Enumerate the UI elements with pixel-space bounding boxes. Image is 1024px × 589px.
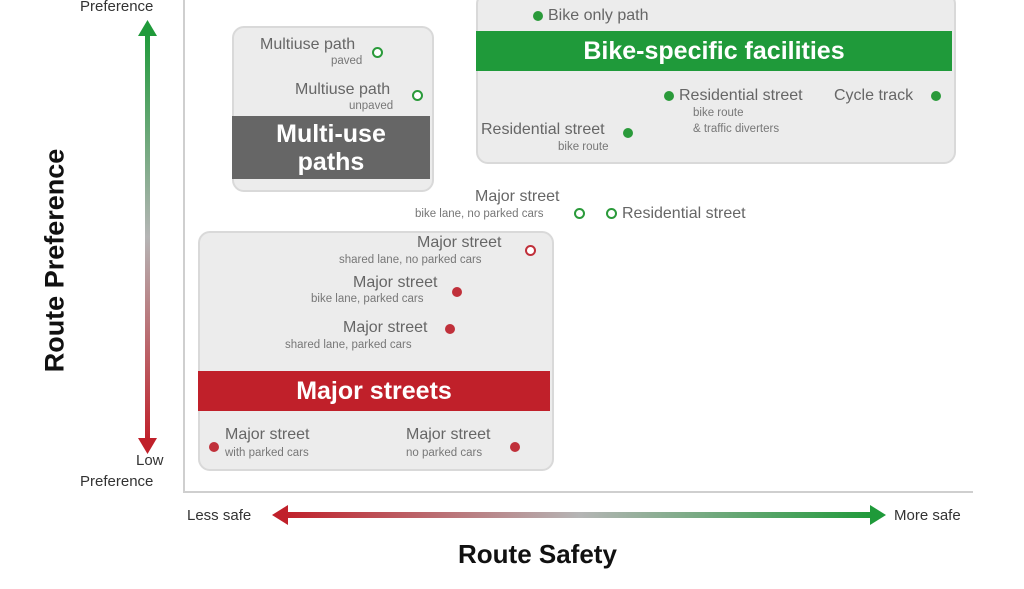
multiuse-unpaved-marker (412, 90, 423, 101)
multiuse-unpaved-sub: unpaved (349, 100, 394, 112)
major-shared-no-parking-marker (525, 245, 536, 256)
y-axis-gradient-arrow (138, 20, 157, 454)
major-bike-lane-parked-sub: bike lane, parked cars (311, 293, 424, 305)
major-group (198, 231, 554, 471)
major-with-parked-sub: with parked cars (225, 447, 309, 459)
y-axis-high-label: Preference (80, 0, 154, 15)
bike-banner: Bike-specific facilities (476, 31, 952, 71)
y-axis-title: Route Preference (39, 148, 70, 373)
major-shared-no-parking-label: Major street (417, 234, 502, 251)
major-bike-lane-parked-marker (452, 287, 462, 297)
x-axis-high-label: More safe (894, 507, 961, 524)
multiuse-title-line1: Multi-use (276, 120, 386, 148)
residential-street-label: Residential street (622, 205, 746, 222)
bike-only-path-label: Bike only path (548, 7, 649, 24)
cycle-track-label: Cycle track (834, 87, 914, 104)
bike-group (476, 0, 956, 164)
residential-bike-route-label: Residential street (481, 121, 605, 138)
residential-diverters-sub2: & traffic diverters (693, 123, 780, 135)
bike-only-path-marker (533, 11, 543, 21)
residential-bike-route-sub: bike route (558, 141, 609, 153)
x-axis-low-label: Less safe (187, 507, 252, 524)
multiuse-banner: Multi-use paths (232, 116, 430, 179)
major-shared-parked-label: Major street (343, 319, 428, 336)
major-bike-lane-no-parking-label: Major street (475, 188, 560, 205)
major-shared-parked-marker (445, 324, 455, 334)
major-shared-parked-sub: shared lane, parked cars (285, 339, 412, 351)
x-axis-line (183, 491, 973, 493)
multiuse-unpaved-label: Multiuse path (295, 81, 391, 98)
x-axis-gradient-arrow (272, 505, 886, 525)
major-no-parked-sub: no parked cars (406, 447, 483, 459)
residential-diverters-label: Residential street (679, 87, 803, 104)
major-bike-lane-parked-label: Major street (353, 274, 438, 291)
major-banner: Major streets (198, 371, 550, 411)
major-no-parked-label: Major street (406, 426, 491, 443)
x-axis-title: Route Safety (458, 539, 617, 569)
major-no-parked-marker (510, 442, 520, 452)
y-axis-low-label-line1: Low (136, 452, 164, 469)
cycle-track-marker (931, 91, 941, 101)
y-axis-line (183, 0, 185, 492)
residential-bike-route-marker (623, 128, 633, 138)
residential-diverters-sub: bike route (693, 107, 744, 119)
major-shared-no-parking-sub: shared lane, no parked cars (339, 254, 482, 266)
major-bike-lane-no-parking-sub: bike lane, no parked cars (415, 208, 544, 220)
major-with-parked-marker (209, 442, 219, 452)
multiuse-paved-sub: paved (331, 55, 363, 67)
major-with-parked-label: Major street (225, 426, 310, 443)
multiuse-paved-marker (372, 47, 383, 58)
residential-diverters-marker (664, 91, 674, 101)
major-bike-lane-no-parking-marker (574, 208, 585, 219)
residential-street-marker (606, 208, 617, 219)
y-axis-low-label-line2: Preference (80, 473, 154, 490)
multiuse-paved-label: Multiuse path (260, 36, 356, 53)
multiuse-title-line2: paths (297, 148, 365, 176)
